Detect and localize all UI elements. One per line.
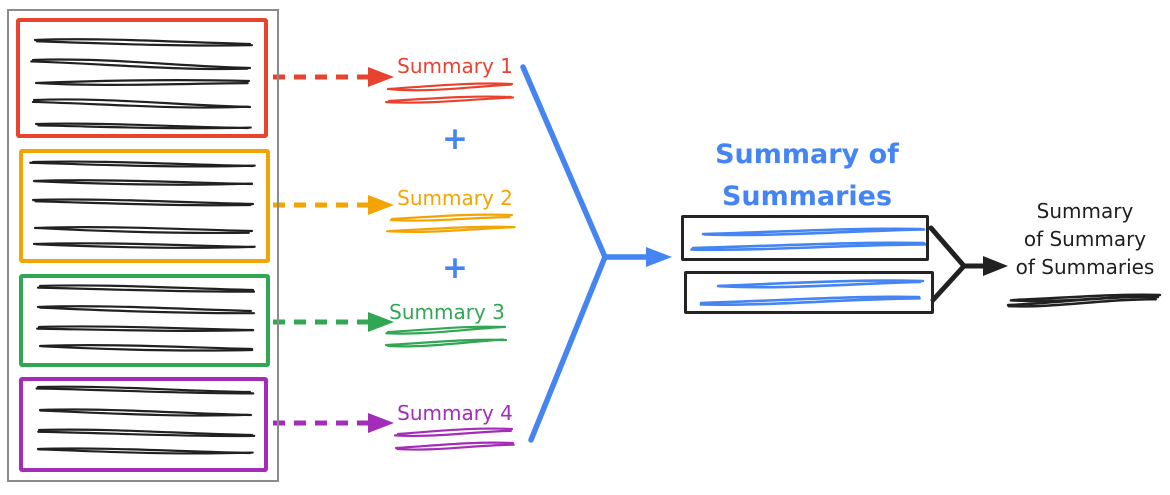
document-chunk-1 (16, 18, 268, 138)
final-summary-label: Summary of Summary of Summaries (980, 197, 1170, 281)
summary-of-summaries-box-2 (684, 271, 934, 314)
plus-operator-1: + (442, 121, 468, 157)
summary-1-scribble (384, 82, 515, 104)
document-chunk-4 (19, 377, 268, 472)
summary-1-label: Summary 1 (397, 54, 513, 78)
summary-3-scribble (384, 325, 508, 348)
summary-3-label: Summary 3 (389, 300, 505, 324)
final-summary-label-line-1: Summary (1036, 199, 1134, 223)
document-chunk-3 (19, 274, 270, 367)
final-summary-scribble (1006, 293, 1162, 308)
summary-of-summaries-box-1 (681, 215, 929, 261)
document-chunk-2 (19, 149, 270, 263)
summary-of-summaries-title: Summary of Summaries (657, 134, 957, 218)
summary-2-label: Summary 2 (397, 186, 513, 210)
summary-2-scribble (385, 213, 516, 234)
summary-of-summaries-title-line-2: Summaries (721, 181, 893, 212)
summary-4-scribble (393, 427, 515, 451)
summary-of-summaries-title-line-1: Summary of (715, 139, 899, 170)
source-document-container (7, 9, 279, 482)
plus-operator-2: + (442, 250, 468, 286)
summary-4-label: Summary 4 (397, 401, 513, 425)
final-summary-label-line-2: of Summary (1023, 227, 1147, 251)
final-summary-label-line-3: of Summaries (1015, 255, 1155, 279)
converging-lines-arrow-icon (520, 64, 672, 443)
